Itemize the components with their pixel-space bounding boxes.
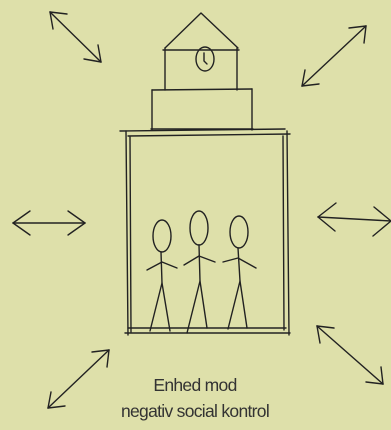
stick-figure-middle	[184, 211, 215, 333]
arrow-left	[13, 211, 85, 235]
arrow-top-left	[50, 12, 101, 62]
caption: Enhed mod negativ social kontrol	[95, 372, 295, 424]
school-building	[120, 13, 290, 335]
stick-figure-left	[147, 220, 177, 331]
stick-figure-right	[223, 216, 256, 329]
caption-line-2: negativ social kontrol	[95, 398, 295, 424]
arrow-top-right	[302, 26, 366, 86]
arrow-right	[318, 203, 391, 236]
caption-line-1: Enhed mod	[95, 372, 295, 398]
arrow-bottom-right	[317, 326, 383, 384]
